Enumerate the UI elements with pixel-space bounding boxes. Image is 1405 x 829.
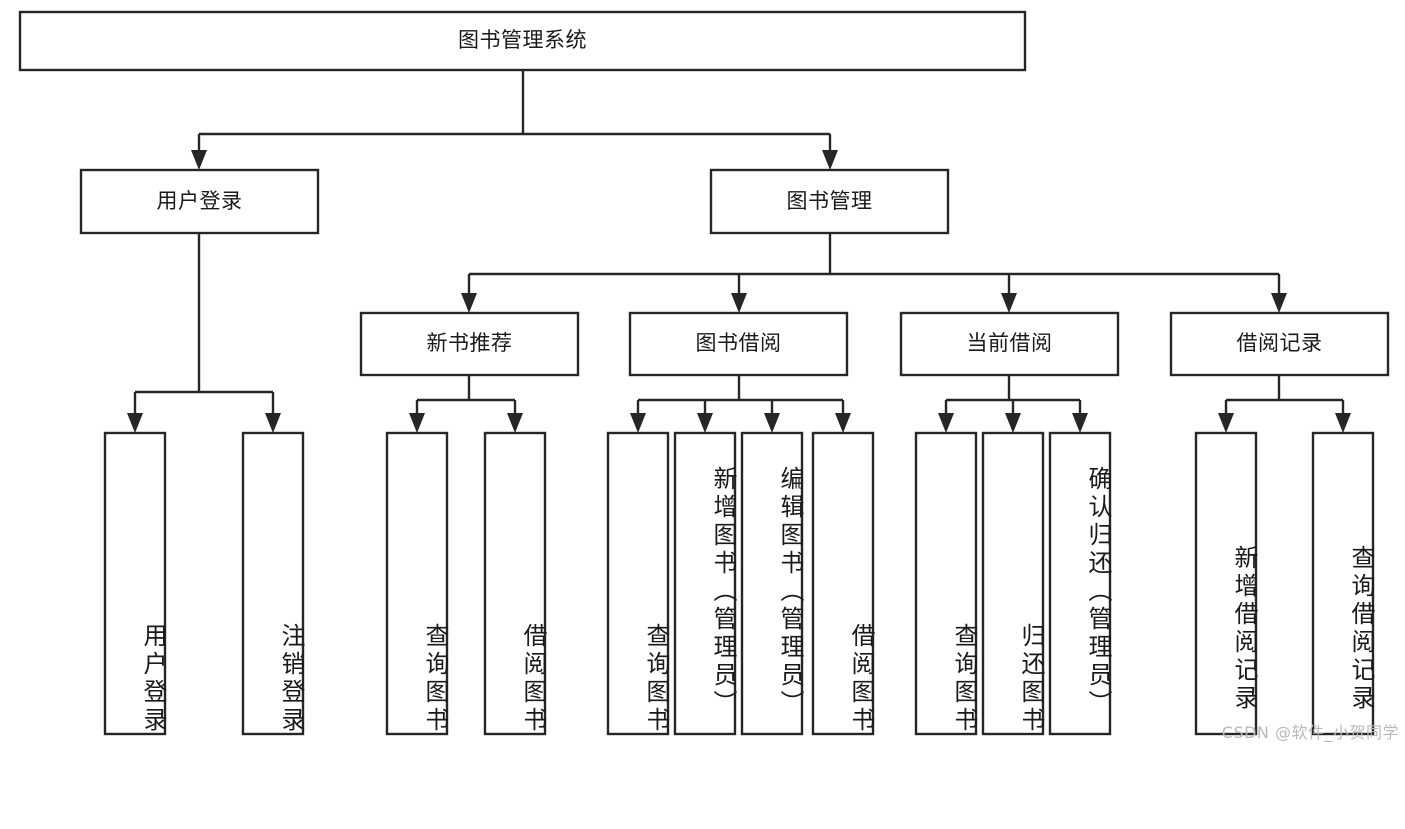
connector-new-book-rec-to-leaves — [409, 375, 523, 433]
node-box-new-book-rec[interactable] — [359, 311, 580, 377]
leaf-box-bb-borrow-book[interactable] — [811, 431, 875, 736]
arrow-head-icon — [1218, 413, 1234, 433]
leaf-box-cb-confirm-return[interactable] — [1048, 431, 1112, 736]
node-box-book-borrow[interactable] — [628, 311, 849, 377]
flowchart-connectors — [18, 10, 1390, 736]
node-box-user-login[interactable] — [79, 168, 320, 235]
connector-user-login-to-leaves — [127, 233, 281, 433]
leaf-box-logout-login[interactable] — [241, 431, 305, 736]
node-box-borrow-record[interactable] — [1169, 311, 1390, 377]
node-box-book-manage[interactable] — [709, 168, 950, 235]
leaf-box-cb-return-book[interactable] — [981, 431, 1045, 736]
arrow-head-icon — [764, 413, 780, 433]
arrow-head-icon — [835, 413, 851, 433]
leaf-box-user-login[interactable] — [103, 431, 167, 736]
leaf-box-br-query-record[interactable] — [1311, 431, 1375, 736]
connector-borrow-record-to-leaves — [1218, 375, 1351, 433]
connector-book-manage-to-level3 — [461, 233, 1287, 313]
node-box-root[interactable] — [18, 10, 1027, 72]
arrow-head-icon — [507, 413, 523, 433]
leaf-box-bb-query-book[interactable] — [606, 431, 670, 736]
arrow-head-icon — [127, 413, 143, 433]
arrow-head-icon — [265, 413, 281, 433]
arrow-head-icon — [1001, 293, 1017, 313]
leaf-box-rec-query-book[interactable] — [385, 431, 449, 736]
leaf-box-bb-add-book[interactable] — [673, 431, 737, 736]
arrow-head-icon — [1335, 413, 1351, 433]
arrow-head-icon — [697, 413, 713, 433]
leaf-box-cb-query-book[interactable] — [914, 431, 978, 736]
arrow-head-icon — [822, 150, 838, 170]
arrow-head-icon — [938, 413, 954, 433]
diagram-canvas: 图书管理系统 用户登录 图书管理 新书推荐 图书借阅 当前借阅 借阅记录 用户登… — [18, 10, 1399, 742]
connector-root-to-level2 — [191, 70, 838, 170]
arrow-head-icon — [1072, 413, 1088, 433]
node-box-current-borrow[interactable] — [899, 311, 1120, 377]
arrow-head-icon — [1271, 293, 1287, 313]
arrow-head-icon — [630, 413, 646, 433]
leaf-box-bb-edit-book[interactable] — [740, 431, 804, 736]
arrow-head-icon — [731, 293, 747, 313]
arrow-head-icon — [409, 413, 425, 433]
arrow-head-icon — [191, 150, 207, 170]
connector-book-borrow-to-leaves — [630, 375, 851, 433]
leaf-box-rec-borrow-book[interactable] — [483, 431, 547, 736]
arrow-head-icon — [461, 293, 477, 313]
leaf-box-br-add-record[interactable] — [1194, 431, 1258, 736]
arrow-head-icon — [1005, 413, 1021, 433]
connector-current-borrow-to-leaves — [938, 375, 1088, 433]
